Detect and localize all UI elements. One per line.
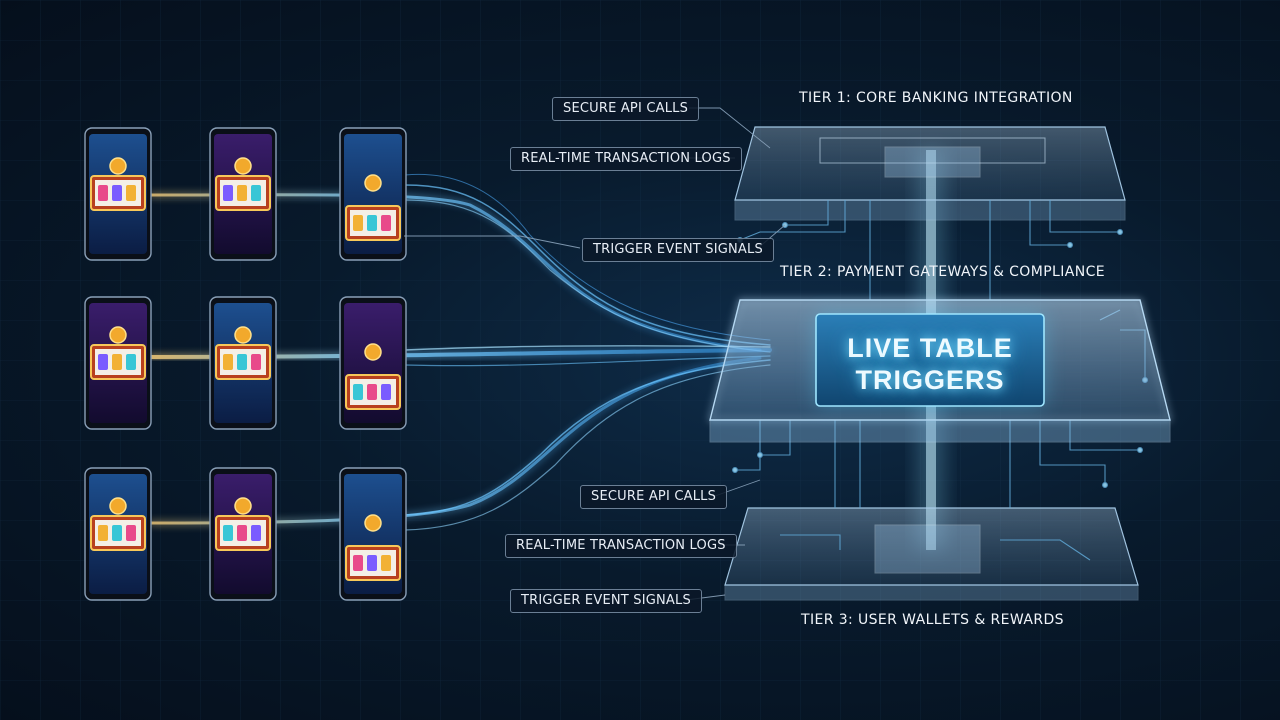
tier2-panel [709, 299, 1171, 443]
phone-device [209, 296, 277, 430]
circuit-trace [1029, 200, 1070, 246]
circuit-trace [785, 200, 829, 226]
tier3-panel [724, 507, 1139, 601]
tier1-panel [734, 126, 1126, 221]
label-transaction-logs-upper: REAL-TIME TRANSACTION LOGS [510, 147, 742, 171]
phone-device [84, 296, 152, 430]
core-chip [815, 313, 1045, 407]
circuit-trace [735, 420, 761, 471]
trace-node [1117, 229, 1123, 235]
tier1-title: TIER 1: CORE BANKING INTEGRATION [799, 90, 1073, 106]
circuit-trace [1069, 420, 1140, 451]
core-title-line2: TRIGGERS [855, 365, 1005, 395]
coin-emblem-icon [234, 497, 252, 515]
circuit-trace [780, 534, 841, 550]
tier2-title: TIER 2: PAYMENT GATEWAYS & COMPLIANCE [780, 264, 1106, 280]
label-trigger-signals-lower: TRIGGER EVENT SIGNALS [510, 589, 702, 613]
phone-device [339, 296, 407, 430]
coin-emblem-icon [364, 514, 382, 532]
phone-device [84, 467, 152, 601]
coin-emblem-icon [109, 157, 127, 175]
trace-node [732, 467, 738, 473]
phone-device [84, 127, 152, 261]
tier3-title: TIER 3: USER WALLETS & REWARDS [801, 612, 1064, 628]
slot-machine-reel-icon [215, 175, 271, 211]
circuit-trace [739, 200, 846, 241]
trace-node [1102, 482, 1108, 488]
phone-device [209, 467, 277, 601]
beam-row3-b [404, 359, 771, 516]
slot-machine-reel-icon [90, 175, 146, 211]
coin-emblem-icon [234, 157, 252, 175]
phone-grid [84, 127, 407, 601]
coin-emblem-icon [109, 497, 127, 515]
phone-device [339, 127, 407, 261]
phone-device [209, 127, 277, 261]
trace-node [757, 452, 763, 458]
beam-row2-b [404, 345, 771, 351]
slot-machine-reel-icon [90, 515, 146, 551]
core-title: LIVE TABLE TRIGGERS [820, 332, 1040, 396]
coin-emblem-icon [109, 326, 127, 344]
core-title-line1: LIVE TABLE [847, 333, 1013, 363]
circuit-trace [1039, 420, 1106, 485]
trace-node [1137, 447, 1143, 453]
circuit-trace [760, 420, 791, 456]
label-trigger-signals-upper: TRIGGER EVENT SIGNALS [582, 238, 774, 262]
circuit-trace [1000, 539, 1091, 561]
beam-row2-c [404, 355, 771, 367]
beam-row1-d [404, 173, 771, 341]
slot-machine-reel-icon [345, 545, 401, 581]
slot-machine-reel-icon [90, 344, 146, 380]
coin-emblem-icon [234, 326, 252, 344]
beam-row1-b [404, 184, 771, 346]
circuit-trace [1049, 200, 1120, 233]
slot-machine-reel-icon [215, 515, 271, 551]
trace-node [1067, 242, 1073, 248]
slot-machine-reel-icon [215, 344, 271, 380]
beam-row3-c [404, 364, 771, 531]
coin-emblem-icon [364, 343, 382, 361]
slot-machine-reel-icon [345, 205, 401, 241]
label-secure-api-calls-upper: SECURE API CALLS [552, 97, 700, 121]
label-secure-api-calls-lower: SECURE API CALLS [580, 485, 728, 509]
phone-device [339, 467, 407, 601]
slot-machine-reel-icon [345, 374, 401, 410]
label-transaction-logs-lower: REAL-TIME TRANSACTION LOGS [505, 534, 737, 558]
beam-row1-c [404, 199, 771, 353]
coin-emblem-icon [364, 174, 382, 192]
